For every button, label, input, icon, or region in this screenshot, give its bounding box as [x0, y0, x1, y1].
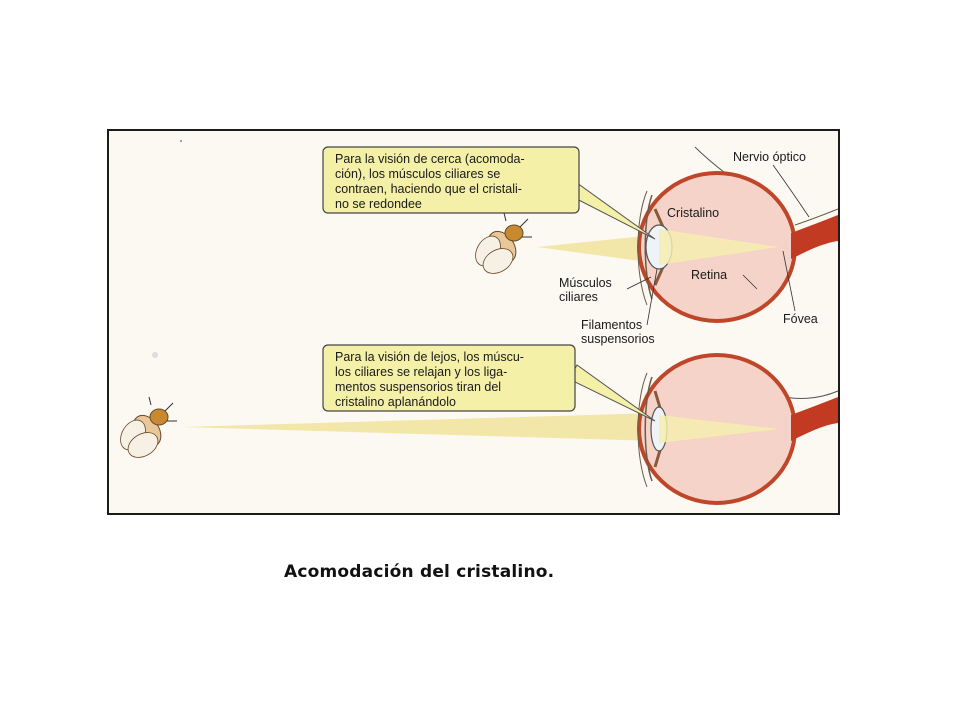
callout-far: Para la visión de lejos, los múscu- los …	[322, 344, 656, 422]
label-retina: Retina	[691, 268, 727, 282]
optic-nerve-near	[791, 215, 838, 259]
eye-accommodation-figure: Para la visión de cerca (acomoda- ción),…	[107, 129, 840, 515]
callout-far-line-2: los ciliares se relajan y los liga-	[335, 365, 507, 379]
eye-near	[637, 171, 839, 323]
label-ciliary-muscles-1: Músculos	[559, 276, 612, 290]
fly-far-icon	[120, 396, 177, 458]
callout-near-line-4: no se redondee	[335, 197, 422, 211]
label-ciliary-muscles-2: ciliares	[559, 290, 598, 304]
callout-near-line-2: ción), los músculos ciliares se	[335, 167, 500, 181]
figure-caption: Acomodación del cristalino.	[284, 562, 555, 582]
optic-nerve-far	[791, 397, 838, 441]
callout-far-line-3: mentos suspensorios tiran del	[335, 380, 501, 394]
callout-near-line-3: contraen, haciendo que el cristali-	[335, 182, 522, 196]
callout-far-line-4: cristalino aplanándolo	[335, 395, 456, 409]
label-fovea: Fóvea	[783, 312, 818, 326]
light-ray-far	[183, 413, 777, 441]
label-suspensory-2: suspensorios	[581, 332, 655, 346]
callout-far-line-1: Para la visión de lejos, los múscu-	[335, 350, 524, 364]
callout-near: Para la visión de cerca (acomoda- ción),…	[322, 146, 656, 240]
label-optic-nerve: Nervio óptico	[733, 150, 806, 164]
eye-far	[637, 353, 838, 505]
label-suspensory-1: Filamentos	[581, 318, 642, 332]
fly-near-icon	[475, 212, 532, 274]
label-lens: Cristalino	[667, 206, 719, 220]
callout-near-line-1: Para la visión de cerca (acomoda-	[335, 152, 525, 166]
